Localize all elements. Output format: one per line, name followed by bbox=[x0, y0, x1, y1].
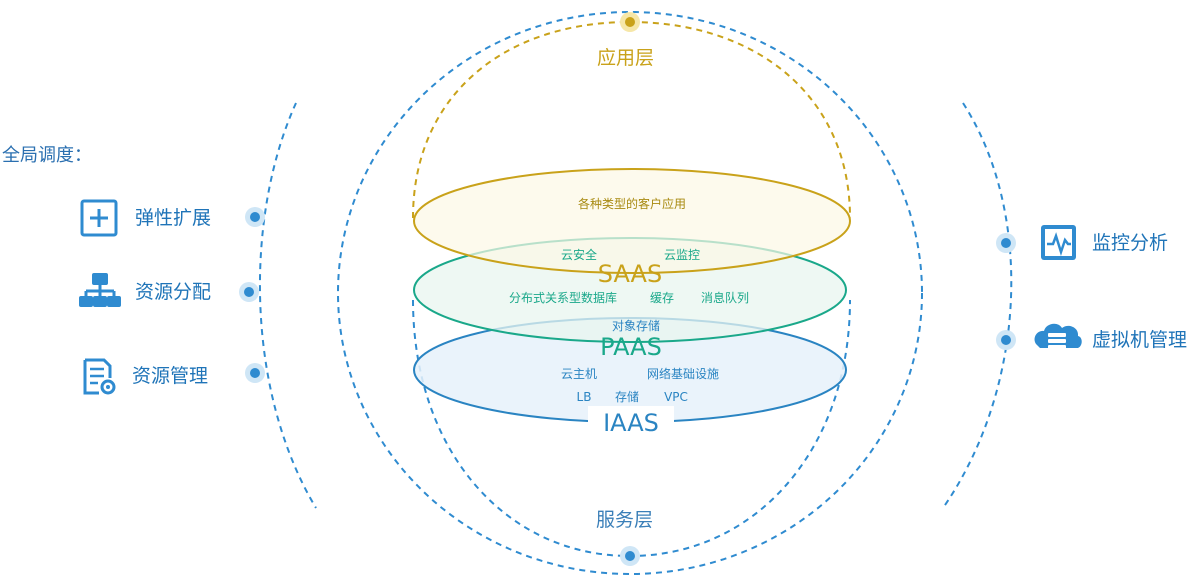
application-layer-label: 应用层 bbox=[597, 47, 655, 69]
paas-title: PAAS bbox=[600, 333, 662, 361]
saas-title: SAAS bbox=[598, 260, 662, 288]
service-layer-label: 服务层 bbox=[596, 509, 654, 531]
plus-square-icon bbox=[80, 199, 118, 237]
saas-ellipse bbox=[413, 168, 851, 274]
outer-ring bbox=[337, 11, 923, 575]
application-dome bbox=[412, 20, 851, 219]
right-node-vm bbox=[996, 330, 1016, 350]
bottom-node bbox=[620, 546, 640, 566]
left-node-management bbox=[245, 363, 265, 383]
saas-item-queue: 消息队列 bbox=[701, 290, 749, 305]
right-node-monitor bbox=[996, 233, 1016, 253]
paas-item-network: 网络基础设施 bbox=[647, 366, 719, 381]
saas-header: 各种类型的客户应用 bbox=[578, 196, 686, 211]
vm-management-label: 虚拟机管理 bbox=[1092, 329, 1188, 351]
paas-item-storage: 存储 bbox=[615, 389, 639, 404]
right-arc bbox=[942, 102, 1013, 509]
paas-header: 对象存储 bbox=[612, 318, 660, 333]
saas-item-cache: 缓存 bbox=[650, 291, 674, 305]
paas-item-vpc: VPC bbox=[664, 390, 688, 404]
monitor-pulse-icon bbox=[1041, 225, 1076, 260]
iaas-title: IAAS bbox=[603, 409, 659, 437]
global-scheduling-title: 全局调度： bbox=[2, 145, 92, 166]
hierarchy-icon bbox=[79, 273, 121, 307]
elastic-scaling-label: 弹性扩展 bbox=[135, 207, 212, 229]
paas-item-lb: LB bbox=[577, 390, 592, 404]
left-node-elastic bbox=[245, 207, 265, 227]
left-node-allocation bbox=[239, 282, 259, 302]
saas-item-database: 分布式关系型数据库 bbox=[509, 290, 617, 305]
saas-item-monitor: 云监控 bbox=[664, 248, 700, 262]
paas-item-host: 云主机 bbox=[561, 367, 597, 381]
cloud-server-icon bbox=[1034, 323, 1082, 349]
iaas-title-bg bbox=[588, 406, 674, 436]
resource-allocation-label: 资源分配 bbox=[135, 281, 212, 303]
top-node bbox=[620, 12, 640, 32]
left-arc bbox=[258, 102, 317, 509]
saas-item-security: 云安全 bbox=[561, 247, 597, 262]
resource-management-label: 资源管理 bbox=[132, 365, 209, 387]
document-gear-icon bbox=[83, 358, 116, 395]
monitoring-analysis-label: 监控分析 bbox=[1092, 232, 1169, 254]
